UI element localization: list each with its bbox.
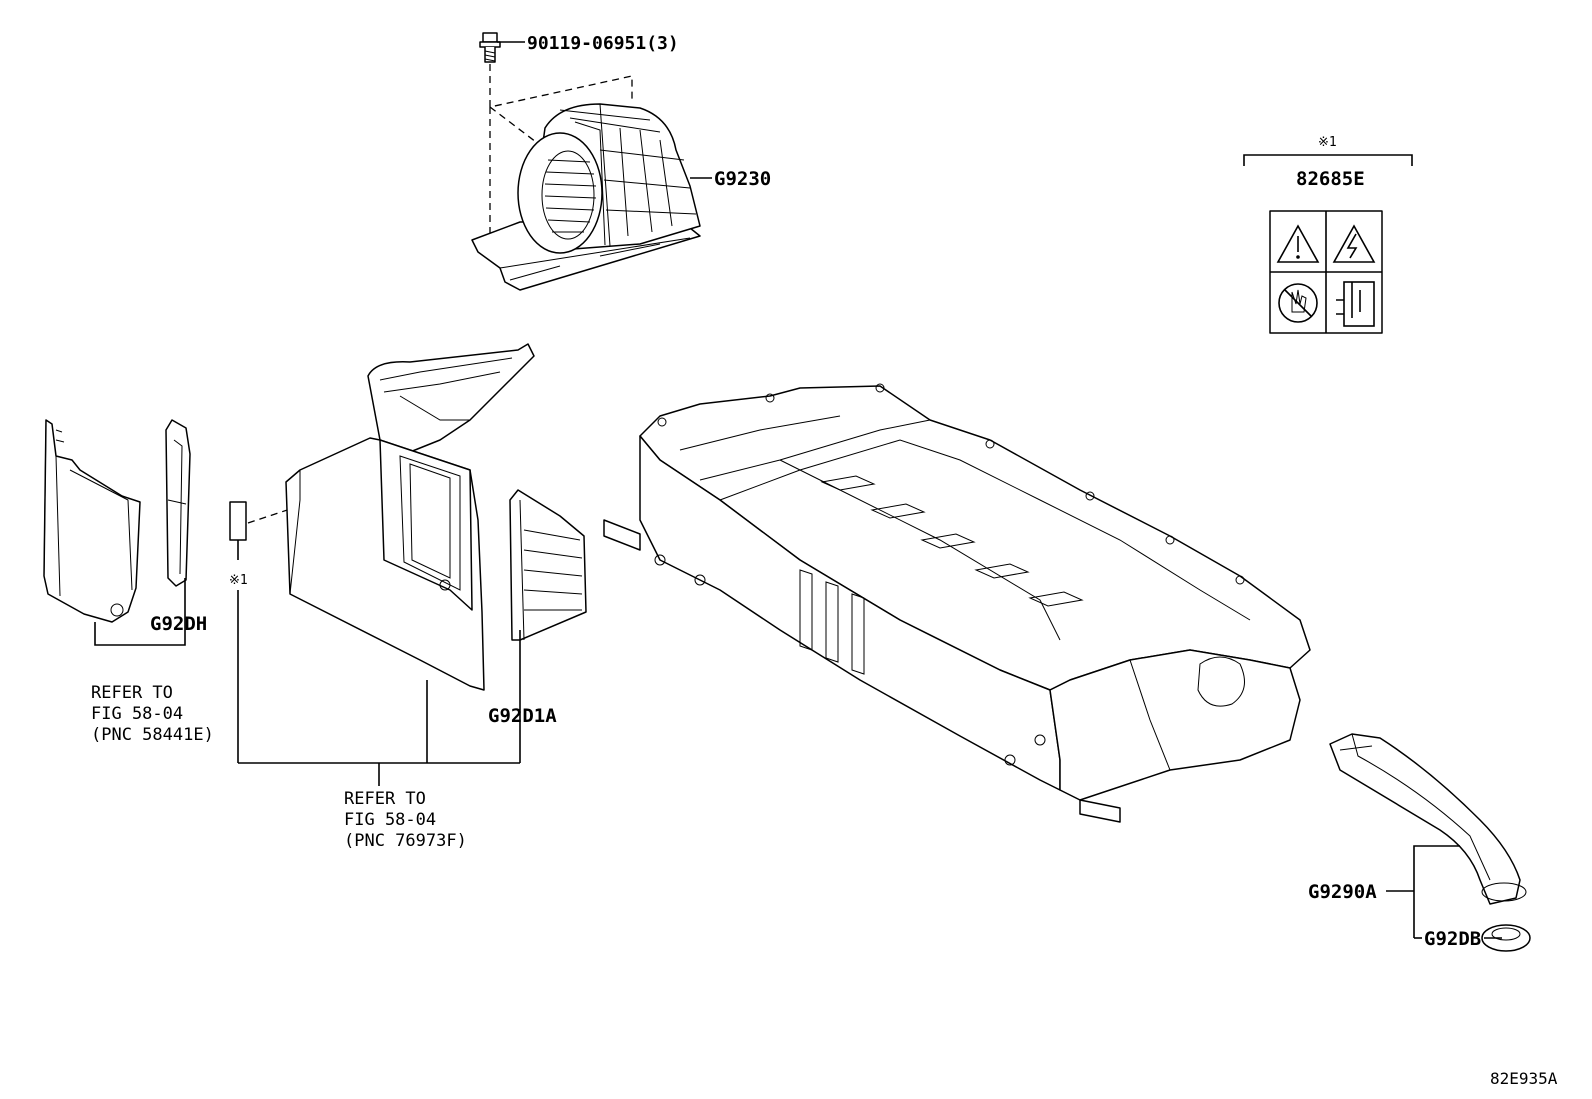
connector-icon (1336, 281, 1375, 327)
side-cover-part (43, 419, 141, 623)
warning-triangle-icon (1276, 224, 1320, 263)
refer-left-line1: REFER TO (91, 683, 173, 703)
grommet-label: G92DB (1424, 928, 1481, 950)
no-touch-icon (1278, 283, 1318, 323)
bolt-part-label: 90119-06951(3) (527, 33, 679, 54)
refer-center-line1: REFER TO (344, 789, 426, 809)
note-mark-top: ※1 (1318, 135, 1337, 150)
cover-strip-part (165, 419, 191, 587)
side-cover-label: G92DH (150, 613, 207, 635)
air-duct-label: G92D1A (488, 705, 557, 727)
refer-center-line3: (PNC 76973F) (344, 831, 467, 851)
refer-center-line2: FIG 58-04 (344, 810, 436, 830)
refer-left-line3: (PNC 58441E) (91, 725, 214, 745)
caution-label-group: ※1 82685E (1243, 135, 1413, 334)
intake-duct-label: G9290A (1308, 881, 1377, 903)
caution-label-part-number: 82685E (1296, 168, 1365, 190)
air-duct-part (285, 343, 587, 691)
note-mark-left: ※1 (229, 573, 248, 588)
high-voltage-icon (1332, 224, 1376, 263)
bolt-part (479, 32, 525, 63)
blower-fan-label: G9230 (714, 168, 771, 190)
figure-code: 82E935A (1490, 1069, 1558, 1088)
battery-pack-part (603, 383, 1311, 823)
grommet-part (1481, 924, 1531, 952)
refer-left-line2: FIG 58-04 (91, 704, 183, 724)
intake-duct-part (1329, 733, 1527, 905)
blower-fan-part (471, 64, 712, 291)
